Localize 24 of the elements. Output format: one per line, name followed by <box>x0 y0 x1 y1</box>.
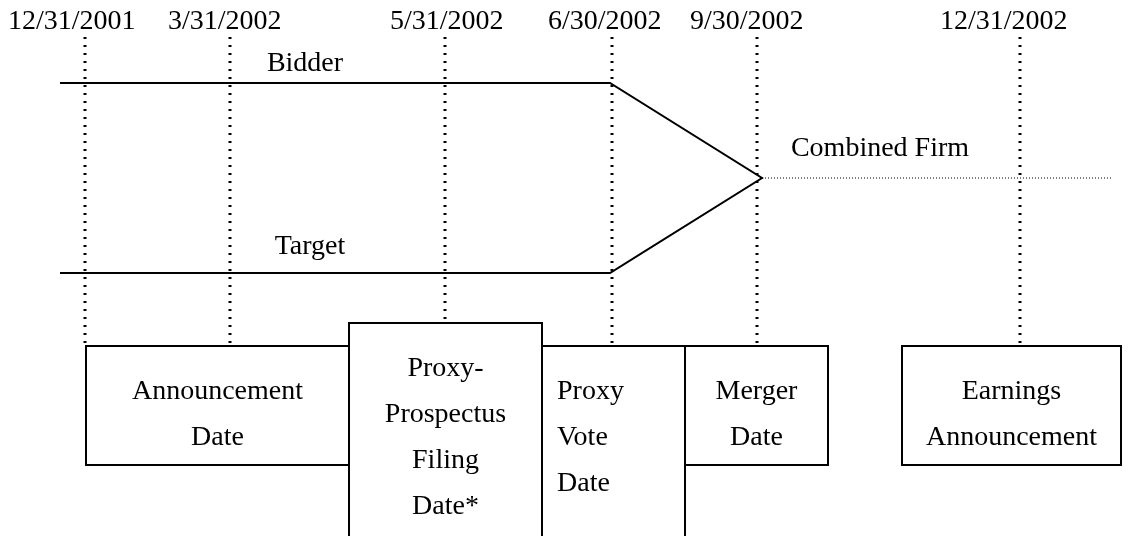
event-label: Proxy-Prospectus Filing Date* <box>384 350 507 522</box>
date-label: 3/31/2002 <box>168 4 282 36</box>
dotted-line <box>610 37 614 345</box>
event-label: Merger Date <box>714 373 799 453</box>
event-box <box>684 345 829 466</box>
event-label: Announcement Date <box>130 373 305 453</box>
dotted-line <box>1018 37 1022 345</box>
event-box <box>348 322 543 536</box>
line-label: Target <box>274 229 346 261</box>
date-label: 5/31/2002 <box>390 4 504 36</box>
date-label: 12/31/2002 <box>940 4 1068 36</box>
dotted-line <box>228 37 232 345</box>
event-label: Proxy Vote Date <box>557 373 625 499</box>
event-box <box>901 345 1122 466</box>
dotted-line <box>83 37 87 345</box>
line-label: Bidder <box>266 46 344 78</box>
event-box <box>85 345 350 466</box>
line-label: Combined Firm <box>790 131 970 163</box>
dotted-line <box>755 37 759 345</box>
event-label: Earnings Announcement <box>924 373 1099 453</box>
date-label: 9/30/2002 <box>690 4 804 36</box>
date-label: 6/30/2002 <box>548 4 662 36</box>
date-label: 12/31/2001 <box>8 4 136 36</box>
event-box <box>541 345 686 536</box>
